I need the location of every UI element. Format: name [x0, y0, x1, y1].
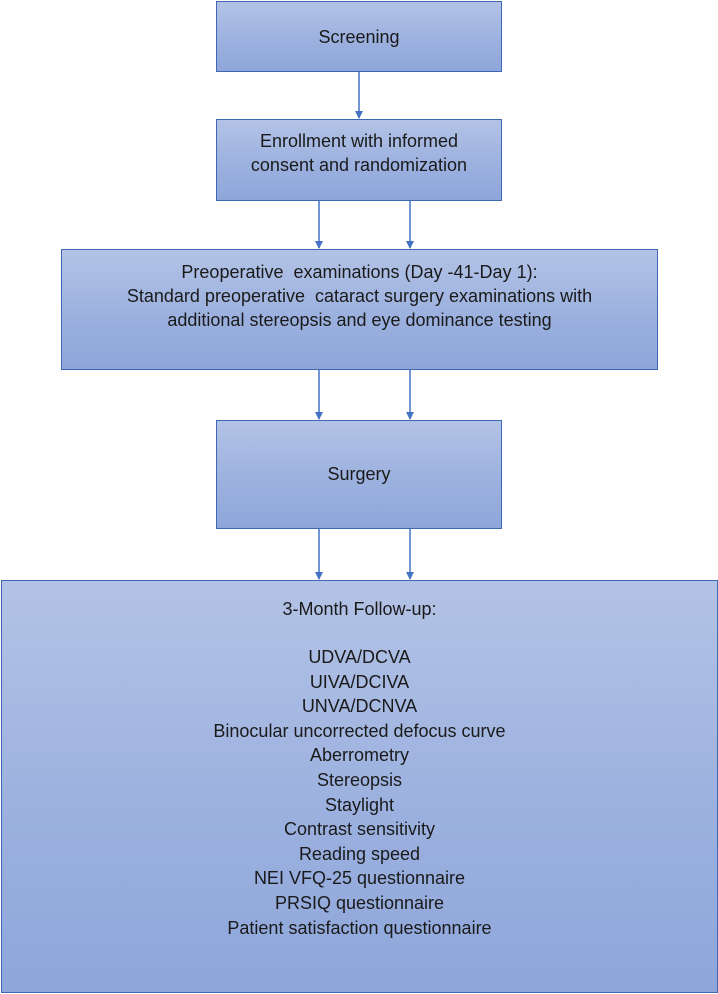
followup-measure: UNVA/DCNVA [301, 696, 418, 717]
followup-measure: Staylight [324, 794, 395, 815]
surgery-box: Surgery [216, 420, 502, 529]
followup-measure: Patient satisfaction questionnaire [227, 917, 492, 938]
preoperative-box: Preoperative examinations (Day -41-Day 1… [61, 249, 658, 370]
preop-line-1: Preoperative examinations (Day -41-Day 1… [181, 261, 538, 282]
followup-measure: Aberrometry [309, 745, 410, 766]
followup-box: 3-Month Follow-up: UDVA/DCVA UIVA/DCIVA … [1, 580, 718, 993]
enrollment-box: Enrollment with informed consent and ran… [216, 119, 502, 201]
enrollment-line-2: consent and randomization [250, 155, 468, 175]
followup-title: 3-Month Follow-up: [282, 599, 437, 619]
preop-line-2: Standard preoperative cataract surgery e… [126, 285, 593, 306]
preop-line-3: additional stereopsis and eye dominance … [167, 309, 552, 330]
followup-measure: Binocular uncorrected defocus curve [213, 720, 506, 741]
followup-measure: UDVA/DCVA [308, 647, 411, 667]
followup-measure: Stereopsis [316, 769, 403, 790]
followup-measure: NEI VFQ-25 questionnaire [253, 868, 466, 889]
followup-measure: PRSIQ questionnaire [274, 892, 445, 913]
screening-box: Screening [216, 1, 502, 72]
surgery-label: Surgery [327, 463, 391, 484]
followup-measure: UIVA/DCIVA [309, 671, 410, 692]
screening-label: Screening [318, 26, 400, 47]
followup-measure: Reading speed [298, 843, 421, 864]
enrollment-line-1: Enrollment with informed [259, 131, 459, 151]
followup-measure: Contrast sensitivity [283, 819, 436, 840]
